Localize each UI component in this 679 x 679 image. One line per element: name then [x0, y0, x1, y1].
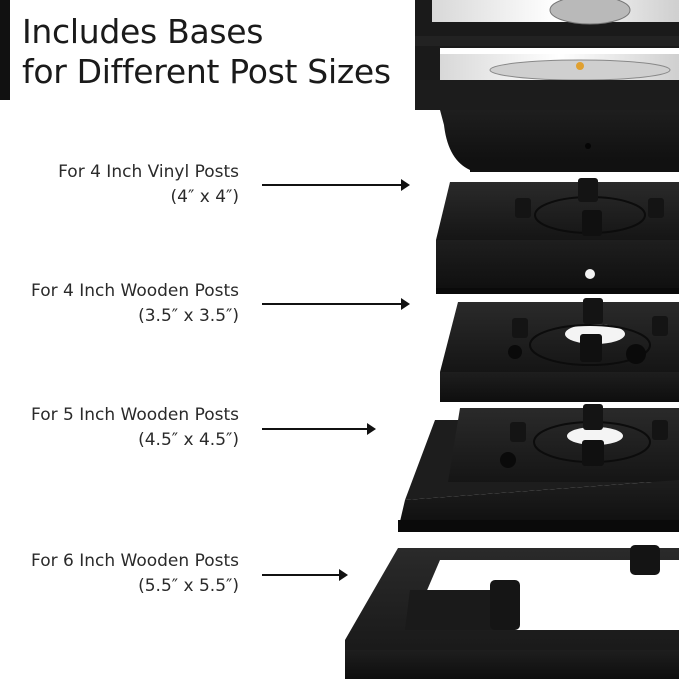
base-label-vinyl-4: For 4 Inch Vinyl Posts (4″ x 4″) — [58, 160, 239, 210]
base-title: For 4 Inch Wooden Posts — [31, 281, 239, 301]
arrow-base-4 — [262, 569, 348, 581]
base-label-wood-6: For 6 Inch Wooden Posts (5.5″ x 5.5″) — [31, 549, 239, 599]
accent-bar — [0, 0, 10, 100]
base-4-wood-6 — [345, 545, 679, 679]
lantern-body — [415, 0, 679, 172]
base-size: (5.5″ x 5.5″) — [138, 576, 239, 596]
headline: Includes Bases for Different Post Sizes — [22, 12, 391, 92]
headline-line-2: for Different Post Sizes — [22, 52, 391, 91]
headline-line-1: Includes Bases — [22, 12, 264, 51]
arrow-base-3 — [262, 423, 376, 435]
base-size: (4.5″ x 4.5″) — [138, 430, 239, 450]
base-title: For 5 Inch Wooden Posts — [31, 405, 239, 425]
base-size: (3.5″ x 3.5″) — [138, 306, 239, 326]
base-1-vinyl — [436, 178, 679, 294]
base-3-wood-5 — [398, 404, 679, 532]
exploded-bases-illustration — [345, 0, 679, 679]
product-illustration — [340, 0, 679, 679]
base-label-wood-4: For 4 Inch Wooden Posts (3.5″ x 3.5″) — [31, 279, 239, 329]
arrow-base-1 — [262, 179, 410, 191]
base-2-wood-4 — [440, 298, 679, 402]
base-size: (4″ x 4″) — [170, 187, 239, 207]
base-title: For 6 Inch Wooden Posts — [31, 551, 239, 571]
arrow-base-2 — [262, 298, 410, 310]
base-title: For 4 Inch Vinyl Posts — [58, 162, 239, 182]
base-label-wood-5: For 5 Inch Wooden Posts (4.5″ x 4.5″) — [31, 403, 239, 453]
